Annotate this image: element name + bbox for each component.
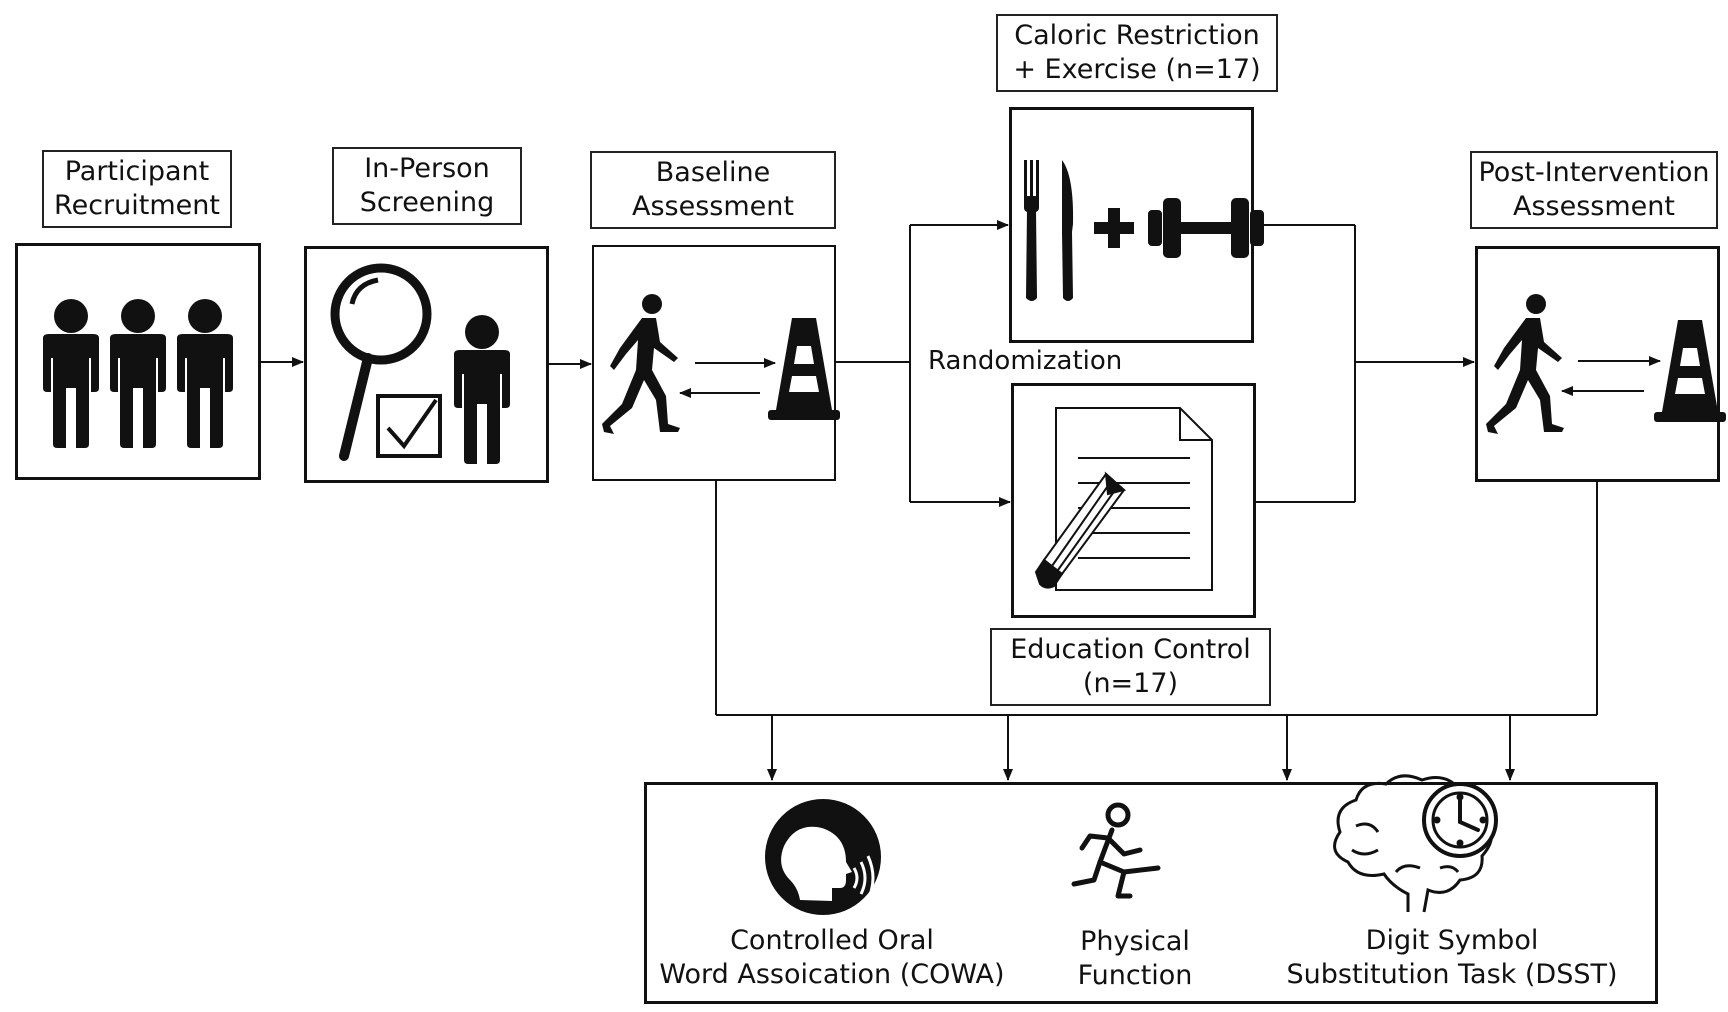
group-of-people-icon bbox=[43, 299, 233, 448]
walking-person-icon bbox=[602, 294, 680, 434]
knife-icon bbox=[1062, 160, 1074, 301]
speaking-head-icon bbox=[765, 799, 881, 915]
intervention-line1: Caloric Restriction bbox=[1014, 20, 1260, 51]
pencil-icon bbox=[1034, 471, 1127, 589]
baseline-assessment-label: Baseline Assessment bbox=[590, 151, 836, 229]
cowa-line1: Controlled Oral bbox=[730, 925, 934, 956]
dumbbell-icon bbox=[1148, 198, 1264, 258]
cowa-line2: Word Assoication (COWA) bbox=[659, 959, 1005, 990]
back-and-forth-arrows-icon bbox=[1561, 356, 1661, 396]
recruitment-line1: Participant bbox=[64, 156, 210, 187]
measure-dsst-label: Digit Symbol Substitution Task (DSST) bbox=[1262, 924, 1642, 992]
measure-physical-function-label: Physical Function bbox=[1040, 925, 1230, 993]
walking-person-icon bbox=[1486, 294, 1564, 434]
baseline-line1: Baseline bbox=[655, 157, 771, 188]
running-person-icon bbox=[1071, 802, 1161, 899]
physical-line2: Function bbox=[1077, 960, 1193, 991]
baseline-line2: Assessment bbox=[632, 191, 794, 222]
back-and-forth-arrows-icon bbox=[679, 358, 776, 398]
checkbox-icon bbox=[376, 394, 442, 458]
post-line2: Assessment bbox=[1513, 191, 1675, 222]
traffic-cone-icon bbox=[1654, 320, 1726, 422]
person-icon bbox=[454, 315, 510, 464]
post-intervention-assessment-label: Post-Intervention Assessment bbox=[1470, 151, 1718, 229]
dsst-line2: Substitution Task (DSST) bbox=[1286, 959, 1618, 990]
flow-connectors bbox=[261, 220, 1598, 781]
traffic-cone-icon bbox=[768, 318, 840, 420]
screening-line2: Screening bbox=[359, 187, 495, 218]
control-line1: Education Control bbox=[1010, 634, 1251, 665]
intervention-line2: + Exercise (n=17) bbox=[1013, 54, 1261, 85]
brain-clock-icon bbox=[1333, 774, 1498, 913]
magnifying-glass-icon bbox=[330, 263, 432, 461]
plus-icon bbox=[1094, 208, 1134, 248]
participant-recruitment-label: Participant Recruitment bbox=[42, 150, 232, 228]
measure-cowa-label: Controlled Oral Word Assoication (COWA) bbox=[652, 924, 1012, 992]
post-line1: Post-Intervention bbox=[1478, 157, 1710, 188]
fork-icon bbox=[1024, 160, 1039, 301]
education-control-label: Education Control (n=17) bbox=[990, 628, 1271, 706]
control-line2: (n=17) bbox=[1082, 668, 1179, 699]
physical-line1: Physical bbox=[1080, 926, 1190, 957]
in-person-screening-label: In-Person Screening bbox=[332, 147, 522, 225]
recruitment-line2: Recruitment bbox=[54, 190, 220, 221]
randomization-label: Randomization bbox=[928, 346, 1123, 376]
dsst-line1: Digit Symbol bbox=[1365, 925, 1539, 956]
screening-line1: In-Person bbox=[364, 153, 490, 184]
intervention-arm-label: Caloric Restriction + Exercise (n=17) bbox=[996, 14, 1278, 92]
document-icon bbox=[1055, 407, 1213, 591]
